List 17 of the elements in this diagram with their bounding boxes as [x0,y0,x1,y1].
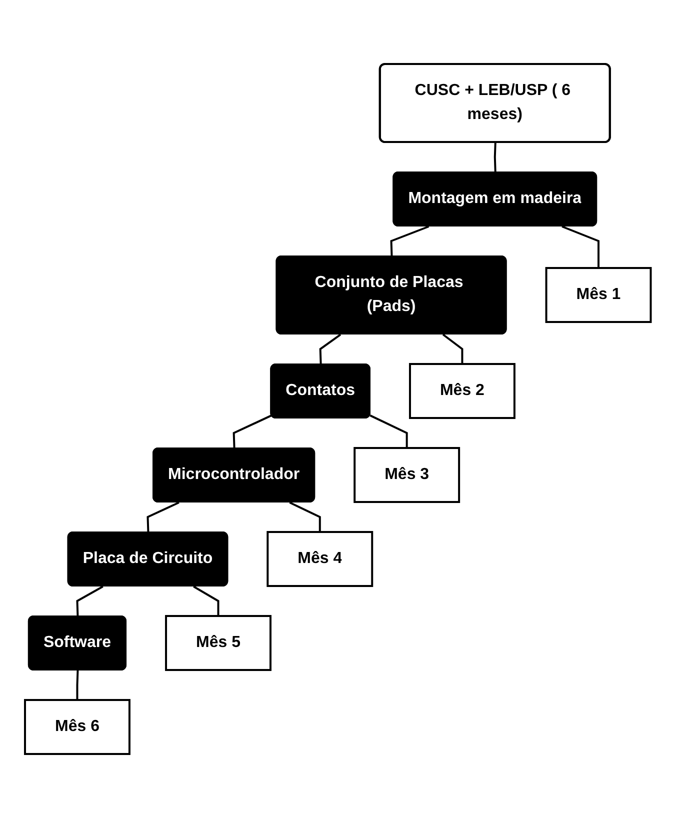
connector [288,502,321,532]
connector [318,334,341,365]
connector [369,414,408,448]
connector [232,414,272,449]
node-box: Mês 6 [24,699,130,755]
node-box: Mês 1 [544,267,652,323]
connector [192,586,219,616]
connector [76,670,78,700]
node-box: Mês 5 [164,615,272,671]
connector [76,586,104,617]
node-box: Mês 4 [266,531,373,587]
node-box: Mês 3 [353,447,460,503]
connector [494,142,496,173]
connector [390,226,429,257]
node-box: Mês 2 [408,363,516,419]
connector [146,502,180,533]
connector [442,334,463,364]
